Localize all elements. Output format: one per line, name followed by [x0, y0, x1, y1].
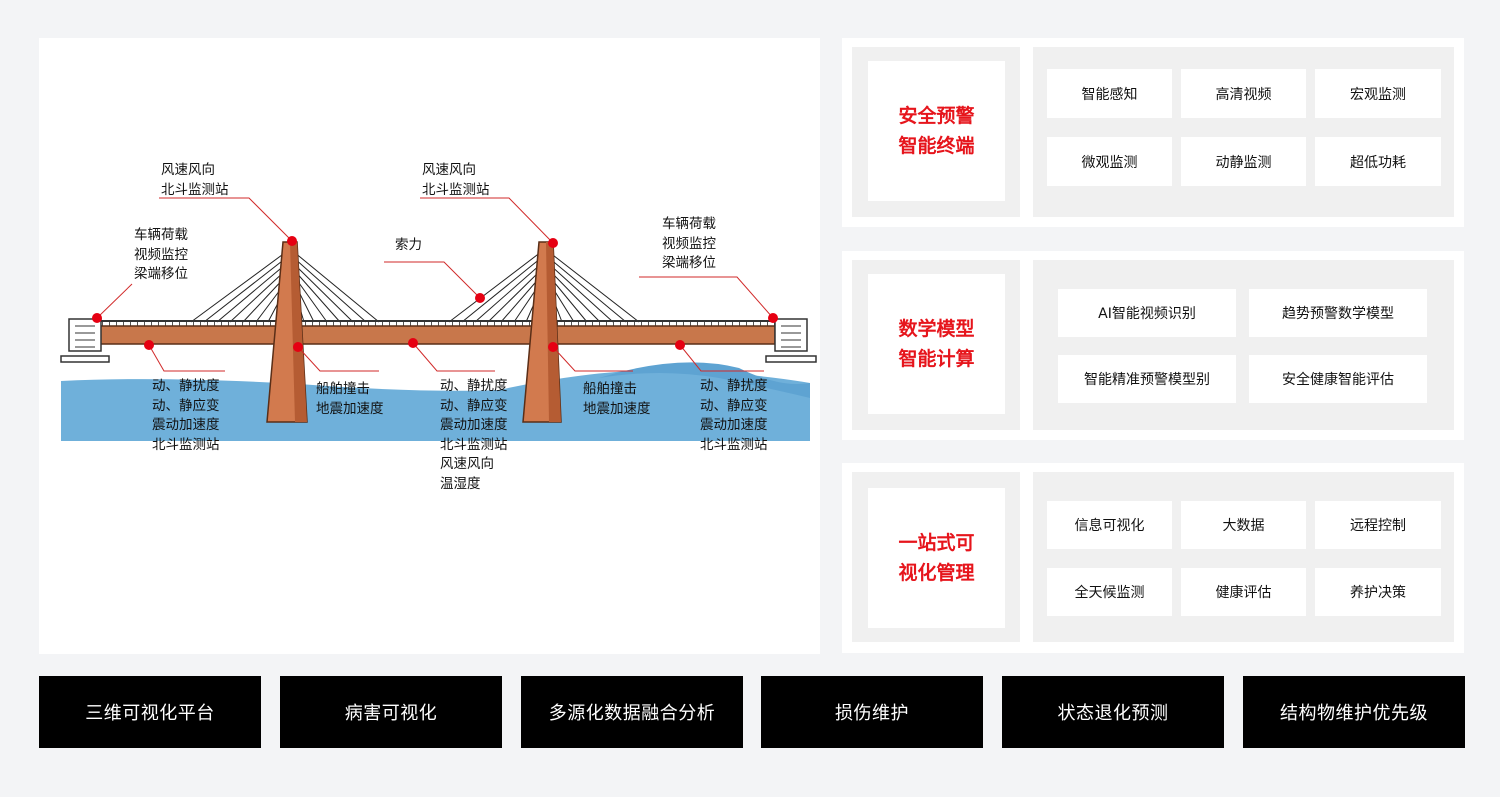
label-line: 动、静扰度 — [700, 378, 768, 394]
label-line: 动、静扰度 — [440, 378, 508, 394]
tower-2 — [522, 241, 562, 423]
feature-tile[interactable]: 趋势预警数学模型 — [1249, 289, 1427, 337]
label-tower1-base: 船舶撞击地震加速度 — [316, 380, 384, 419]
bottom-button-data-fusion[interactable]: 多源化数据融合分析 — [521, 676, 743, 748]
bottom-button-damage-maintenance[interactable]: 损伤维护 — [761, 676, 983, 748]
label-line: 震动加速度 — [152, 417, 220, 433]
label-right-span: 动、静扰度动、静应变震动加速度北斗监测站 — [700, 377, 768, 455]
right-abutment — [765, 318, 817, 363]
card-title: 一站式可 视化管理 — [868, 488, 1005, 628]
feature-tile[interactable]: 大数据 — [1181, 501, 1306, 549]
feature-tile[interactable]: AI智能视频识别 — [1058, 289, 1236, 337]
label-line: 震动加速度 — [700, 417, 768, 433]
label-line: 北斗监测站 — [161, 181, 229, 198]
label-line: 北斗监测站 — [700, 436, 768, 453]
label-line: 风速风向 — [422, 162, 476, 178]
label-line: 温湿度 — [440, 475, 481, 492]
label-line: 梁端移位 — [662, 255, 716, 271]
card-title: 数学模型 智能计算 — [868, 274, 1005, 414]
label-line: 视频监控 — [134, 246, 188, 263]
bottom-button-3d-platform[interactable]: 三维可视化平台 — [39, 676, 261, 748]
water-wave — [599, 362, 810, 398]
label-tower1-top: 风速风向北斗监测站 — [161, 161, 229, 200]
card-title: 安全预警 智能终端 — [868, 61, 1005, 201]
bridge-diagram-panel: 风速风向北斗监测站 车辆荷载视频监控梁端移位 风速风向北斗监测站 索力 车辆荷载… — [39, 38, 820, 654]
label-cable-force: 索力 — [395, 236, 422, 256]
left-abutment — [60, 318, 110, 363]
feature-tile[interactable]: 微观监测 — [1047, 137, 1172, 186]
bottom-button-degradation-prediction[interactable]: 状态退化预测 — [1002, 676, 1224, 748]
bottom-button-disease-visualization[interactable]: 病害可视化 — [280, 676, 502, 748]
cables-tower-2 — [448, 251, 640, 323]
label-line: 动、静应变 — [700, 397, 768, 414]
label-line: 动、静应变 — [440, 397, 508, 414]
feature-tile[interactable]: 全天候监测 — [1047, 568, 1172, 616]
feature-tile[interactable]: 宏观监测 — [1315, 69, 1441, 118]
label-line: 视频监控 — [662, 235, 716, 252]
label-line: 北斗监测站 — [422, 181, 490, 198]
water — [61, 369, 810, 441]
bridge-illustration — [60, 197, 817, 441]
label-line: 北斗监测站 — [440, 436, 508, 453]
label-left-span: 动、静扰度动、静应变震动加速度北斗监测站 — [152, 377, 220, 455]
label-tower2-base: 船舶撞击地震加速度 — [583, 380, 651, 419]
label-right-abutment: 车辆荷载视频监控梁端移位 — [662, 215, 716, 274]
feature-tile[interactable]: 远程控制 — [1315, 501, 1441, 549]
feature-tile[interactable]: 养护决策 — [1315, 568, 1441, 616]
label-line: 梁端移位 — [134, 266, 188, 282]
label-mid-span: 动、静扰度动、静应变震动加速度北斗监测站风速风向温湿度 — [440, 377, 508, 494]
feature-tile[interactable]: 健康评估 — [1181, 568, 1306, 616]
label-line: 索力 — [395, 237, 422, 253]
card-one-stop-visualization: 一站式可 视化管理 信息可视化 大数据 远程控制 全天候监测 健康评估 养护决策 — [842, 463, 1464, 653]
label-line: 地震加速度 — [583, 400, 651, 417]
bottom-button-maintenance-priority[interactable]: 结构物维护优先级 — [1243, 676, 1465, 748]
label-line: 风速风向 — [161, 162, 215, 178]
feature-tile[interactable]: 超低功耗 — [1315, 137, 1441, 186]
cables-tower-1 — [190, 251, 380, 323]
label-line: 车辆荷载 — [134, 227, 188, 243]
label-tower2-top: 风速风向北斗监测站 — [422, 161, 490, 200]
label-line: 船舶撞击 — [316, 381, 370, 397]
label-line: 风速风向 — [440, 456, 494, 472]
feature-tile[interactable]: 高清视频 — [1181, 69, 1306, 118]
bridge-deck — [98, 325, 776, 345]
label-line: 动、静扰度 — [152, 378, 220, 394]
feature-tile[interactable]: 安全健康智能评估 — [1249, 355, 1427, 403]
label-line: 船舶撞击 — [583, 381, 637, 397]
tower-1 — [266, 241, 308, 423]
label-line: 震动加速度 — [440, 417, 508, 433]
label-left-abutment: 车辆荷载视频监控梁端移位 — [134, 226, 188, 285]
label-line: 北斗监测站 — [152, 436, 220, 453]
label-line: 车辆荷载 — [662, 216, 716, 232]
card-math-model: 数学模型 智能计算 AI智能视频识别 趋势预警数学模型 智能精准预警模型别 安全… — [842, 251, 1464, 440]
card-safety-warning: 安全预警 智能终端 智能感知 高清视频 宏观监测 微观监测 动静监测 超低功耗 — [842, 38, 1464, 227]
label-line: 地震加速度 — [316, 400, 384, 417]
deck-railing — [99, 320, 775, 326]
label-line: 动、静应变 — [152, 397, 220, 414]
feature-tile[interactable]: 信息可视化 — [1047, 501, 1172, 549]
feature-tile[interactable]: 智能感知 — [1047, 69, 1172, 118]
feature-tile[interactable]: 智能精准预警模型别 — [1058, 355, 1236, 403]
feature-tile[interactable]: 动静监测 — [1181, 137, 1306, 186]
sensor-dots — [92, 236, 778, 352]
leader-lines — [96, 197, 774, 372]
